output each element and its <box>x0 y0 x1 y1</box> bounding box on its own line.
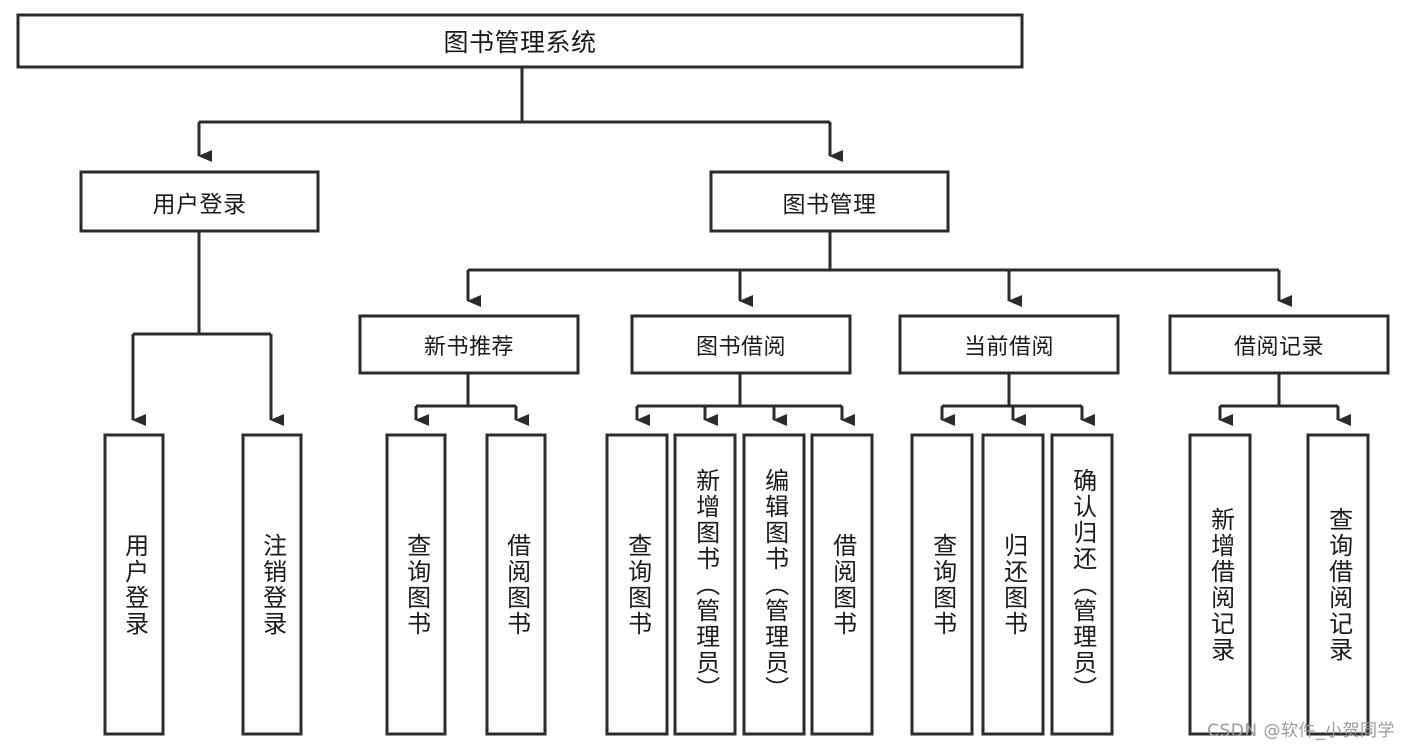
node-box-leaf-query-book-3[interactable] <box>910 433 974 736</box>
node-box-leaf-borrow-book-2[interactable] <box>810 433 874 736</box>
node-box-book-borrow[interactable] <box>630 314 852 375</box>
node-box-leaf-add-record[interactable] <box>1188 433 1252 736</box>
node-box-root[interactable] <box>16 13 1024 69</box>
node-box-leaf-query-record[interactable] <box>1306 433 1370 736</box>
node-box-new-book-rec[interactable] <box>358 314 580 375</box>
node-box-current-borrow[interactable] <box>898 314 1120 375</box>
node-box-leaf-query-book-2[interactable] <box>605 433 669 736</box>
node-box-leaf-return-book[interactable] <box>981 433 1045 736</box>
node-box-leaf-confirm-return[interactable] <box>1050 433 1114 736</box>
node-box-leaf-query-book-1[interactable] <box>385 433 447 736</box>
node-box-borrow-record[interactable] <box>1168 314 1390 375</box>
watermark-text: CSDN @软件_小贺同学 <box>1207 721 1395 741</box>
node-box-leaf-borrow-book-1[interactable] <box>485 433 547 736</box>
node-box-book-manage[interactable] <box>709 170 950 233</box>
node-box-leaf-user-login[interactable] <box>103 433 165 736</box>
node-box-leaf-add-book[interactable] <box>673 433 737 736</box>
node-box-leaf-logout[interactable] <box>241 433 303 736</box>
node-box-user-login[interactable] <box>79 170 320 233</box>
node-box-leaf-edit-book[interactable] <box>742 433 806 736</box>
